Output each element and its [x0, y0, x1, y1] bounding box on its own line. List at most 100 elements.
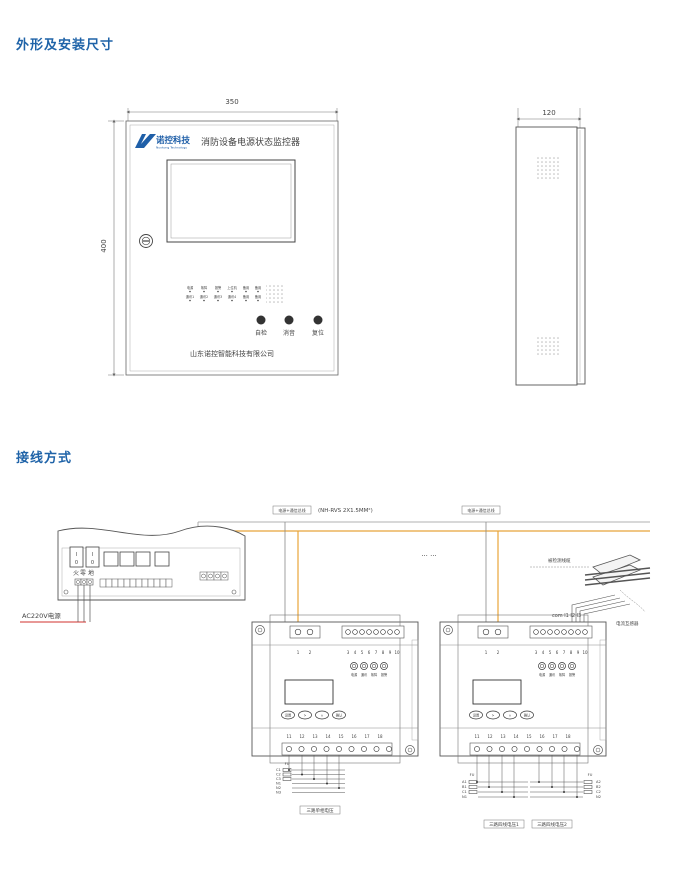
module-button-label: 设置 [473, 713, 480, 718]
phase-label: B1 [462, 785, 467, 789]
module-button-label: > [492, 714, 495, 718]
indicator-label: 故障 [201, 285, 208, 290]
switch-off-mark-1: 0 [75, 560, 78, 566]
live-label: 火 [73, 570, 79, 577]
silence-button-icon [284, 315, 294, 325]
earth-label: 地 [88, 569, 94, 577]
terminal-number: 15 [338, 734, 344, 739]
terminal-number: 8 [382, 650, 385, 655]
phase-label: N2 [596, 795, 601, 799]
terminal-number: 9 [389, 650, 392, 655]
sensor-label: 电流互感器 [616, 620, 639, 627]
indicator-label: 电源 [187, 285, 194, 290]
vent-top [535, 157, 559, 179]
side-view: 120 [515, 108, 586, 386]
wiring-title: 接线方式 [16, 451, 73, 466]
terminal-number: 9 [577, 650, 580, 655]
depth-label: 120 [542, 109, 555, 117]
terminal-number: 3 [347, 650, 350, 655]
terminal-number: 2 [497, 650, 500, 655]
panel-terminal-strip [74, 571, 229, 588]
module-button-label: ∧ [321, 714, 323, 718]
module-button-label: 设置 [285, 713, 292, 718]
left-box-label: 三路单相电压 [307, 807, 334, 814]
terminal-number: 11 [286, 734, 292, 739]
terminal-number: 4 [354, 650, 357, 655]
terminal-number: 4 [542, 650, 545, 655]
indicator-label: 备用 [255, 285, 261, 290]
terminal-number: 5 [361, 650, 364, 655]
dimensions-title: 外形及安装尺寸 [16, 38, 115, 53]
terminal-number: 11 [474, 734, 480, 739]
com-label: com l1 l2 l3 [552, 613, 581, 619]
terminal-number: 2 [309, 650, 312, 655]
terminal-number: 12 [487, 734, 493, 739]
front-button-label: 复位 [312, 329, 324, 337]
phase-label: C2 [596, 790, 601, 794]
module-button-label: > [304, 714, 307, 718]
front-button-labels: 自检 消音 复位 [255, 329, 324, 337]
wiring-diagram: 电源+通信总线 (NH-RVS 2X1.5MM²) 电源+通信总线 ··· ··… [20, 505, 651, 829]
indicator-label: 上位机 [227, 285, 237, 290]
indicator-label: 备用 [243, 294, 249, 299]
phase-label: C2 [276, 773, 281, 777]
terminal-number: 17 [364, 734, 370, 739]
module-button-label: 确认 [336, 713, 343, 718]
terminal-number: 3 [535, 650, 538, 655]
current-transformer: 被检测线缆 电流互感器 com l1 l2 l3 [530, 554, 651, 627]
terminal-number: 16 [351, 734, 357, 739]
terminal-number: 16 [539, 734, 545, 739]
terminal-number: 15 [526, 734, 532, 739]
status-led-label: 故障 [559, 672, 566, 677]
status-led-label: 电源 [351, 672, 358, 677]
phase-label: N2 [276, 786, 281, 790]
terminal-number: 1 [485, 650, 488, 655]
product-name: 消防设备电源状态监控器 [201, 136, 300, 148]
width-label: 350 [225, 98, 238, 106]
neutral-label: 零 [80, 570, 86, 577]
terminal-number: 17 [552, 734, 558, 739]
front-button-label: 自检 [255, 329, 267, 337]
phase-label: N1 [276, 782, 281, 786]
status-led-label: 通讯 [361, 672, 368, 677]
terminal-number: 6 [368, 650, 371, 655]
brand-name: 诺控科技 [156, 135, 191, 146]
company-name: 山东诺控智能科技有限公司 [190, 349, 274, 358]
phase-label: C3 [276, 777, 281, 781]
self-test-button-icon [256, 315, 266, 325]
speaker-grille [266, 283, 284, 303]
module-button-label: ∧ [509, 714, 511, 718]
ellipsis: ··· ··· [421, 552, 437, 560]
phase-label: A2 [596, 780, 601, 784]
brand-logo-icon [135, 134, 156, 148]
status-led-label: 电源 [539, 672, 546, 677]
module-button-label: 确认 [524, 713, 531, 718]
fuse-label: FU [588, 773, 593, 777]
indicator-label: 备用 [243, 285, 249, 290]
phase-label: N3 [276, 791, 281, 795]
fuse-label: FU [470, 773, 475, 777]
switch-off-mark-2: 0 [91, 560, 94, 566]
switch-on-mark-1: I [76, 552, 77, 558]
terminal-number: 12 [299, 734, 305, 739]
switch-on-mark-2: I [92, 552, 93, 558]
indicator-label: 通讯3 [214, 294, 222, 299]
bus-label-2: 电源+通信总线 [467, 507, 494, 513]
right-box-label-2: 三路四线电压2 [537, 821, 567, 828]
terminal-number: 10 [394, 650, 400, 655]
status-led-label: 通讯 [549, 672, 556, 677]
front-button-label: 消音 [283, 329, 295, 337]
terminal-number: 5 [549, 650, 552, 655]
height-label: 400 [100, 239, 108, 252]
terminal-number: 7 [375, 650, 378, 655]
terminal-number: 10 [582, 650, 588, 655]
brand-sub: Nuokong Technology [156, 146, 187, 150]
vent-bottom [535, 335, 559, 357]
indicator-label: 备用 [255, 294, 261, 299]
reset-button-icon [313, 315, 323, 325]
